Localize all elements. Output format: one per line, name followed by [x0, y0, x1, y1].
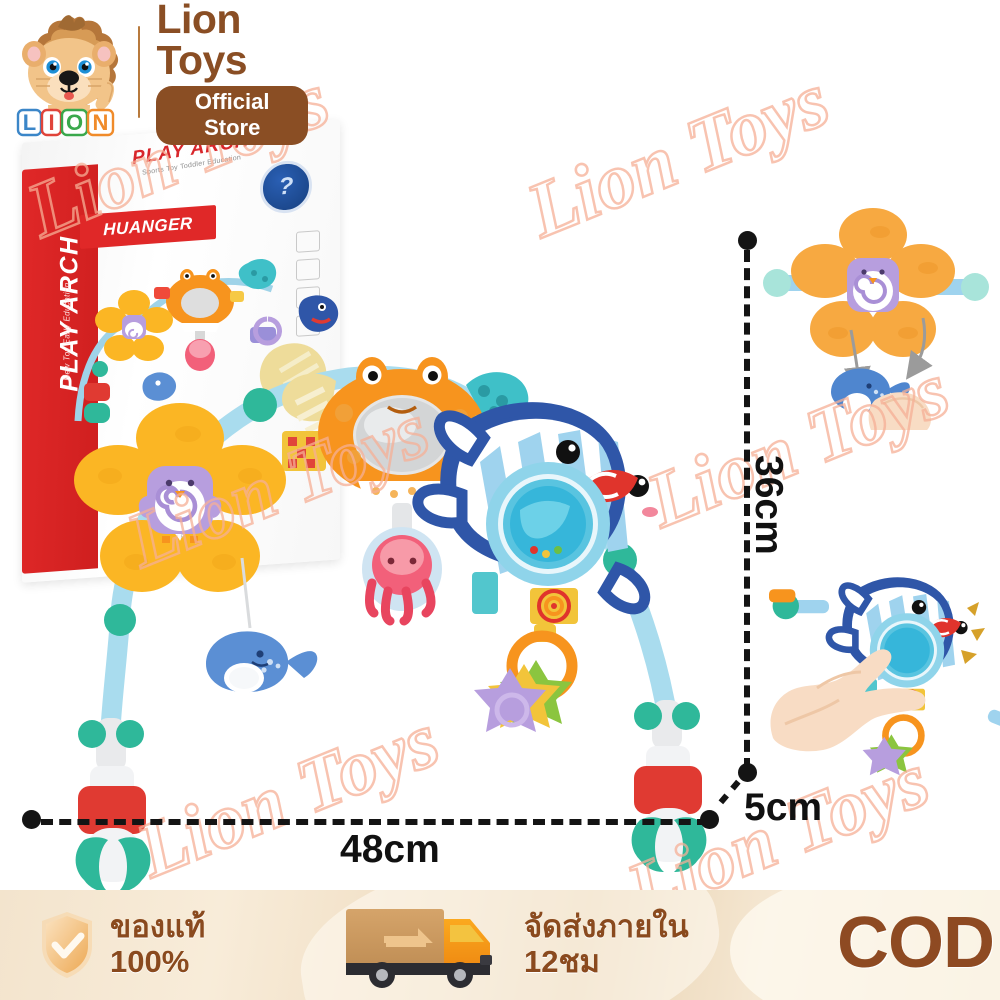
- main-product-photo: [74, 357, 707, 893]
- dim-dot-top: [738, 231, 757, 250]
- dim-dot-bottom-left: [22, 810, 41, 829]
- shipping-line-1: จัดส่งภายใน: [524, 909, 689, 945]
- cod-label: COD: [837, 903, 995, 983]
- authentic-line-2: 100%: [110, 944, 190, 979]
- dim-line-width: [41, 819, 709, 825]
- banner-swoosh-right: [730, 890, 1000, 1000]
- inset-flower-spin-demo: [763, 208, 989, 430]
- dim-dot-bottom-mid: [700, 810, 719, 829]
- shipping-text: จัดส่งภายใน 12ชม: [524, 910, 689, 979]
- inset-shark-press-demo: [769, 577, 1000, 776]
- pointing-hand-icon: [770, 649, 926, 752]
- brand-header: L I O N Lion Toys Official Store: [8, 0, 308, 145]
- flower-spinner-toy: [74, 403, 318, 693]
- svg-text:I: I: [48, 110, 54, 135]
- dim-dot-bottom-right: [738, 763, 757, 782]
- shipping-line-2: 12ชม: [524, 944, 600, 979]
- shield-check-icon: [38, 910, 96, 980]
- shark-rattle-toy: [412, 402, 658, 732]
- authentic-text: ของแท้ 100%: [110, 910, 205, 979]
- lion-mascot-icon: L I O N: [8, 9, 130, 137]
- package-artwork: [74, 258, 339, 423]
- official-store-badge: Official Store: [156, 86, 308, 145]
- trust-banner: ของแท้ 100%: [0, 890, 1000, 1000]
- banner-cell-shipping: จัดส่งภายใน 12ชม: [340, 890, 689, 1000]
- dim-line-height: [744, 250, 750, 770]
- authentic-line-1: ของแท้: [110, 909, 206, 945]
- star-teether: [474, 660, 572, 732]
- banner-cell-authentic: ของแท้ 100%: [38, 890, 205, 1000]
- whale-teether: [206, 631, 318, 693]
- logo-divider: [138, 26, 141, 118]
- svg-text:N: N: [93, 110, 109, 135]
- dim-label-depth: 5cm: [744, 786, 823, 829]
- left-leg-rattle: [75, 718, 151, 893]
- dim-label-height: 36cm: [747, 455, 790, 555]
- brand-text-block: Lion Toys Official Store: [156, 0, 308, 145]
- delivery-truck-icon: [340, 897, 510, 994]
- product-packaging-box: PLAY ARCH New Toy Early Education PLAY A…: [22, 119, 340, 583]
- right-leg-rattle: [631, 700, 707, 873]
- svg-text:O: O: [66, 110, 83, 135]
- dim-label-width: 48cm: [340, 828, 440, 871]
- octopus-teether: [362, 527, 442, 626]
- brand-name: Lion Toys: [156, 0, 248, 84]
- svg-text:L: L: [23, 110, 36, 135]
